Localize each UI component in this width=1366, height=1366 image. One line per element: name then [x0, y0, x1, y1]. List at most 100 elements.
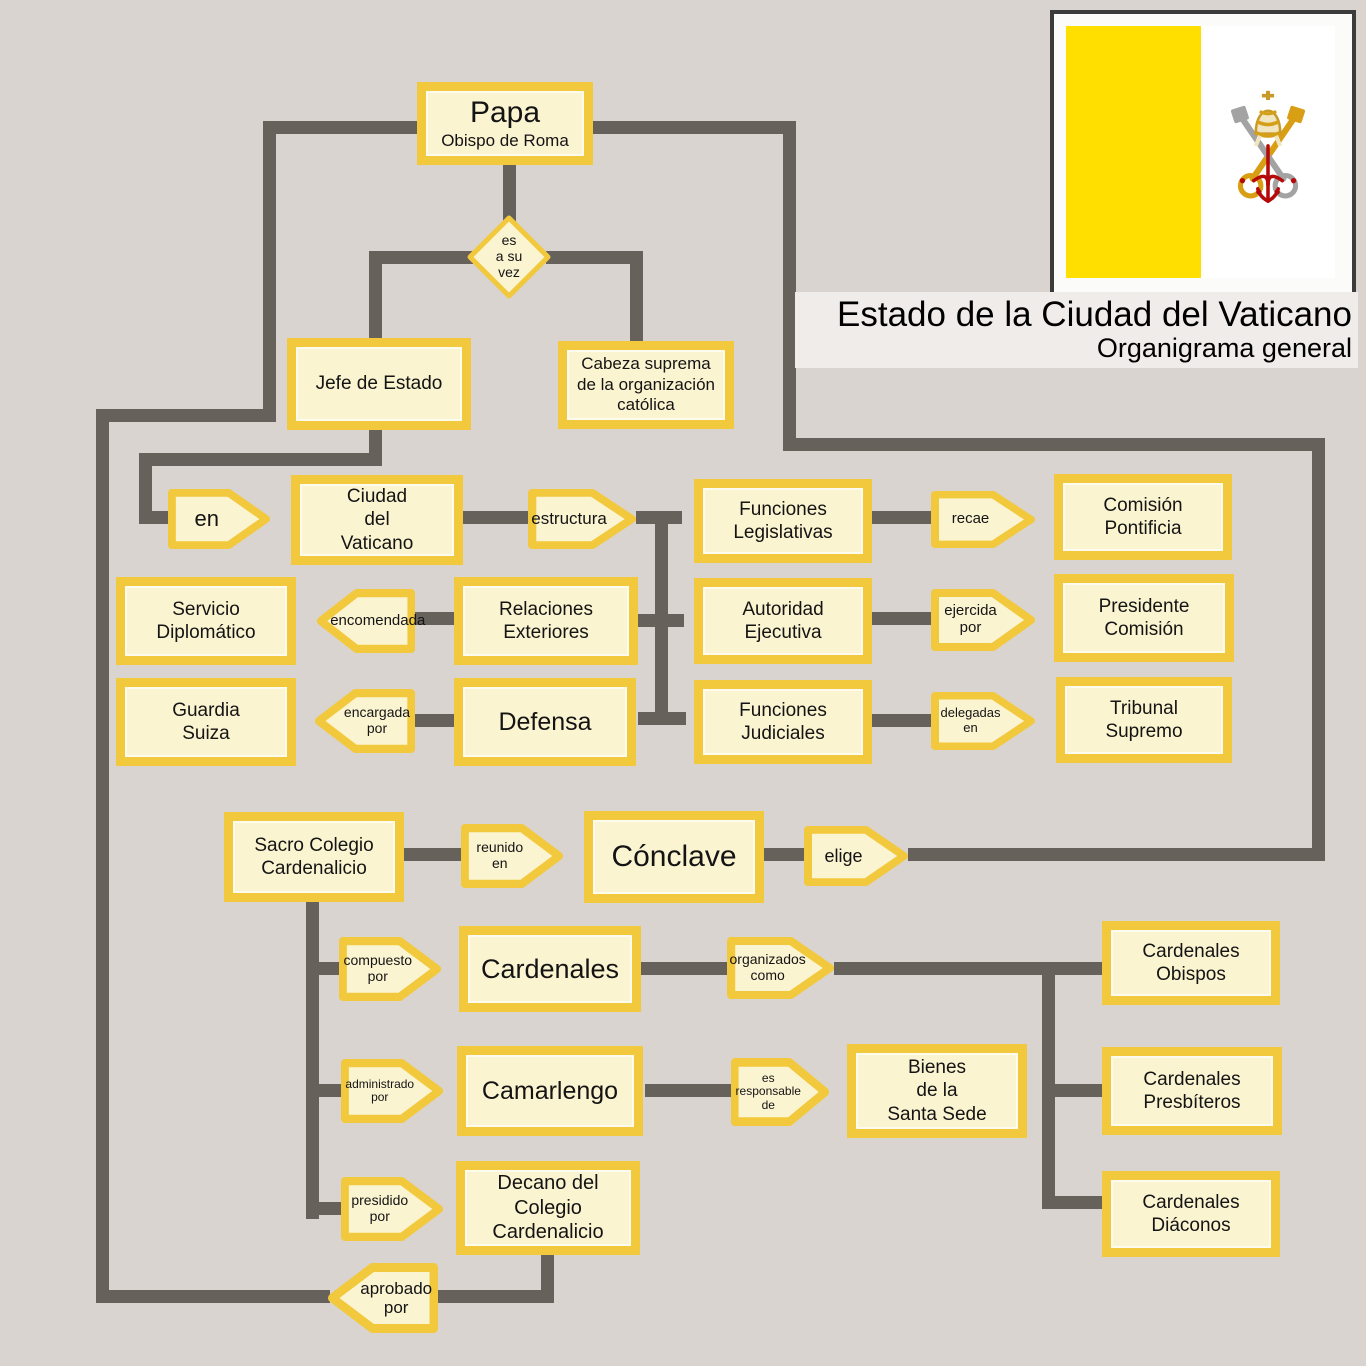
connector-line: [783, 438, 1325, 451]
connector-line: [437, 1290, 554, 1303]
node-cabeza-suprema: Cabeza suprema de la organización católi…: [558, 341, 734, 429]
arrow-administrado-por: administrado por: [341, 1059, 443, 1123]
connector-line: [638, 614, 684, 627]
connector-line: [415, 714, 454, 727]
connector-line: [764, 848, 804, 861]
connector-line: [872, 612, 931, 625]
connector-line: [641, 962, 727, 975]
right-arrow-icon: [804, 826, 908, 886]
connector-line: [908, 848, 1325, 861]
connector-line: [834, 962, 1102, 975]
connector-line: [96, 409, 276, 422]
arrow-label: elige: [824, 845, 863, 866]
node-tribunal-supremo: Tribunal Supremo: [1056, 677, 1232, 763]
flag-yellow-half: [1066, 26, 1201, 278]
connector-line: [375, 251, 473, 264]
node-cardenales-obispos: Cardenales Obispos: [1102, 921, 1280, 1005]
arrow-es-responsable-de: es responsable de: [731, 1058, 829, 1126]
connector-line: [1042, 1196, 1104, 1209]
arrow-label: recae: [951, 510, 990, 528]
connector-line: [263, 121, 276, 418]
arrow-presidido-por: presidido por: [341, 1177, 443, 1241]
vatican-flag: [1066, 26, 1335, 278]
vatican-flag-frame: [1050, 10, 1356, 296]
arrow-aprobado-por: aprobado por: [328, 1263, 438, 1333]
connector-line: [263, 121, 417, 134]
connector-line: [645, 1084, 731, 1097]
connector-line: [630, 251, 643, 341]
right-arrow-icon: [341, 1177, 443, 1241]
arrow-label: compuesto por: [343, 952, 412, 984]
node-decano-colegio: Decano del Colegio Cardenalicio: [456, 1161, 640, 1255]
arrow-label: organizados como: [729, 951, 806, 983]
arrow-compuesto-por: compuesto por: [339, 937, 441, 1001]
node-papa-subtitle: Obispo de Roma: [441, 130, 569, 150]
right-arrow-icon: [168, 489, 270, 549]
arrow-recae: recae: [931, 491, 1035, 548]
right-arrow-icon: [931, 692, 1035, 750]
connector-line: [463, 511, 528, 524]
connector-line: [306, 1084, 341, 1097]
node-presidente-comision: Presidente Comisión: [1054, 574, 1234, 662]
arrow-elige: elige: [804, 826, 908, 886]
left-arrow-icon: [328, 1263, 438, 1333]
node-autoridad-ejecutiva: Autoridad Ejecutiva: [694, 578, 872, 664]
connector-line: [872, 714, 931, 727]
node-guardia-suiza: Guardia Suiza: [116, 678, 296, 766]
arrow-encargada-por: encargada por: [315, 689, 415, 753]
arrow-label: aprobado por: [360, 1278, 433, 1317]
title-strip: Estado de la Ciudad del Vaticano Organig…: [795, 292, 1358, 368]
right-arrow-icon: [528, 489, 636, 549]
connector-line: [139, 511, 169, 524]
diamond-label: es a su vez: [495, 232, 523, 280]
arrow-delegadas-en: delegadas en: [931, 692, 1035, 750]
arrow-label: encomendada: [330, 611, 426, 629]
arrow-estructura: estructura: [528, 489, 636, 549]
arrow-label: administrado por: [345, 1076, 415, 1104]
node-sacro-colegio: Sacro Colegio Cardenalicio: [224, 812, 404, 902]
node-funciones-judiciales: Funciones Judiciales: [694, 680, 872, 764]
connector-line: [96, 409, 109, 1303]
arrow-encomendada: encomendada: [317, 589, 426, 653]
connector-line: [306, 902, 319, 1219]
arrow-en: en: [168, 489, 270, 549]
node-cardenales: Cardenales: [459, 926, 641, 1012]
right-arrow-icon: [727, 937, 834, 999]
node-relaciones-exteriores: Relaciones Exteriores: [454, 577, 638, 665]
diamond-shape-icon: [467, 215, 551, 299]
connector-line: [415, 612, 454, 625]
node-ciudad-del-vaticano: Ciudad del Vaticano: [291, 475, 463, 565]
right-arrow-icon: [461, 824, 563, 888]
page-subtitle: Organigrama general: [1096, 333, 1352, 364]
node-conclave: Cónclave: [584, 811, 764, 903]
connector-line: [1042, 1084, 1104, 1097]
connector-line: [96, 1290, 330, 1303]
connector-line: [306, 962, 339, 975]
arrow-label: reunido en: [476, 839, 524, 871]
connector-line: [546, 251, 643, 264]
node-camarlengo: Camarlengo: [457, 1046, 643, 1136]
diamond-es-a-su-vez: es a su vez: [467, 215, 551, 299]
connector-line: [306, 1202, 341, 1215]
connector-line: [404, 848, 461, 861]
right-arrow-icon: [731, 1058, 829, 1126]
connector-line: [503, 165, 516, 227]
connector-line: [593, 121, 796, 134]
arrow-organizados-como: organizados como: [727, 937, 834, 999]
node-jefe-de-estado: Jefe de Estado: [287, 338, 471, 430]
right-arrow-icon: [931, 491, 1035, 548]
left-arrow-icon: [315, 689, 415, 753]
connector-line: [139, 453, 152, 524]
arrow-label: estructura: [531, 509, 607, 529]
arrow-label: presidido por: [351, 1192, 409, 1224]
node-bienes-santa-sede: Bienes de la Santa Sede: [847, 1044, 1027, 1138]
arrow-label: en: [194, 505, 219, 531]
connector-line: [872, 511, 931, 524]
left-arrow-icon: [317, 589, 415, 653]
connector-line: [783, 121, 796, 450]
node-papa-title: Papa: [469, 96, 541, 130]
arrow-label: delegadas en: [940, 705, 1001, 735]
node-papa: Papa Obispo de Roma: [417, 82, 593, 165]
node-cardenales-diaconos: Cardenales Diáconos: [1102, 1171, 1280, 1257]
